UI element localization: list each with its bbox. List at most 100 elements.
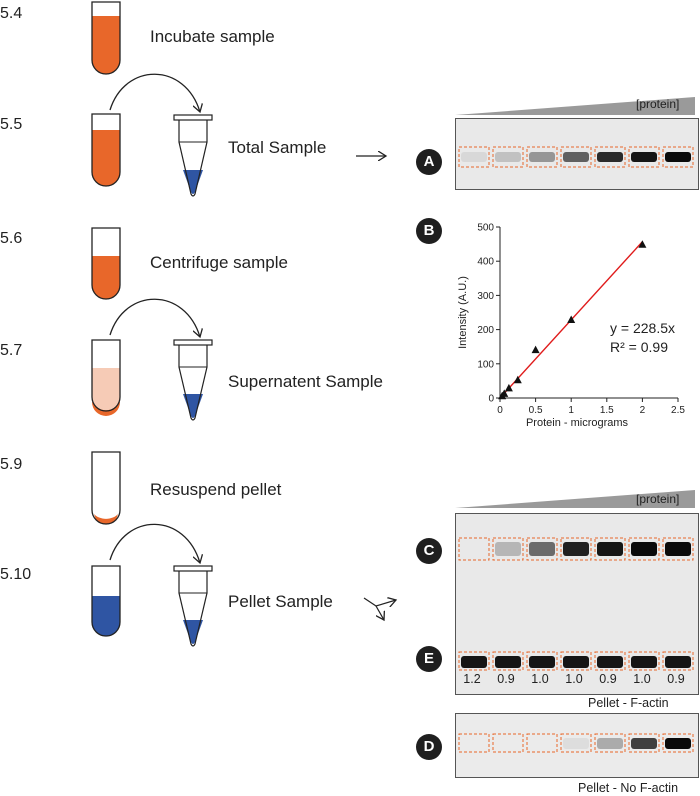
lane-box [560, 651, 592, 671]
gel-image [455, 513, 699, 695]
panel-badge: D [416, 734, 442, 760]
data-point [531, 345, 540, 354]
gel-band [495, 152, 521, 162]
lane-box [458, 146, 490, 168]
x-tick-label: 1.5 [600, 405, 614, 416]
tubes-diagram [91, 1, 420, 647]
step-label: Total Sample [228, 138, 327, 157]
protein-gradient-wedge [455, 97, 695, 115]
lane-box [492, 733, 524, 753]
gel-band [597, 738, 623, 749]
gel-bands [458, 146, 694, 168]
gel-band [461, 656, 487, 668]
y-tick-label: 400 [477, 257, 494, 268]
lane-value: 1.0 [531, 672, 549, 686]
gel-band [461, 152, 487, 162]
lane-value: 1.2 [463, 672, 481, 686]
gel-band [495, 656, 521, 668]
gel-band [597, 152, 623, 162]
data-point [638, 240, 647, 248]
step-number: 5.5 [0, 116, 23, 133]
gel-image [455, 713, 699, 778]
gel-band [597, 656, 623, 668]
lane-value: 0.9 [497, 672, 515, 686]
x-axis-label: Protein - micrograms [526, 417, 629, 429]
test-tube-icon [91, 1, 121, 75]
lane-box [526, 733, 558, 753]
eppendorf-tube-icon [173, 339, 213, 421]
lane-box [492, 651, 524, 671]
lane-box [526, 537, 558, 561]
gel-band [597, 542, 623, 556]
gel-image [455, 118, 699, 190]
lane-box [594, 537, 626, 561]
lane-box [594, 651, 626, 671]
gel-band [631, 152, 657, 162]
step-number: 5.9 [0, 456, 23, 473]
panel-badge: C [416, 538, 442, 564]
lane-box [628, 537, 660, 561]
split-arrow-icon [363, 598, 396, 620]
x-tick-label: 0 [497, 405, 503, 416]
lane-box [628, 146, 660, 168]
gel-band [665, 738, 691, 749]
lane-values: 1.2 0.9 1.0 1.0 0.9 1.0 0.9 [457, 672, 697, 690]
gel-band [563, 542, 589, 556]
lane-box [526, 146, 558, 168]
test-tube-icon [91, 339, 121, 416]
y-tick-label: 500 [477, 223, 494, 234]
lane-box [594, 146, 626, 168]
lane-value: 0.9 [599, 672, 617, 686]
x-tick-label: 2 [640, 405, 646, 416]
lane-value: 0.9 [667, 672, 685, 686]
data-point [513, 375, 522, 384]
lane-box [560, 537, 592, 561]
gel-band [665, 542, 691, 556]
fit-equation: y = 228.5x [610, 320, 675, 336]
gel-band [495, 542, 521, 556]
x-tick-label: 0.5 [529, 405, 543, 416]
y-tick-label: 200 [477, 325, 494, 336]
step-label: Pellet Sample [228, 592, 333, 611]
gel-bands [458, 733, 694, 753]
x-tick-label: 2.5 [671, 405, 685, 416]
lane-box [628, 651, 660, 671]
test-tube-icon [91, 565, 121, 637]
panel-badge: A [416, 149, 442, 175]
lane-box [492, 537, 524, 561]
panel-badge: B [416, 218, 442, 244]
step-label: Incubate sample [150, 27, 275, 46]
test-tube-icon [91, 113, 121, 187]
gradient-label: [protein] [636, 492, 680, 506]
step-label: Supernatent Sample [228, 372, 383, 391]
lane-box [662, 146, 694, 168]
gel-band [563, 152, 589, 162]
gel-band [631, 656, 657, 668]
eppendorf-tube-icon [173, 565, 213, 647]
gel-caption: Pellet - No F-actin [578, 781, 679, 795]
step-label: Resuspend pellet [150, 480, 282, 499]
lane-box [628, 733, 660, 753]
protein-gradient-wedge [455, 490, 695, 508]
gel-bands [458, 537, 694, 671]
lane-box [662, 651, 694, 671]
lane-box [458, 733, 490, 753]
gel-band [529, 656, 555, 668]
gel-band [665, 152, 691, 162]
gel-caption: Pellet - F-actin [588, 696, 669, 710]
gel-band [529, 152, 555, 162]
lane-box [526, 651, 558, 671]
y-axis-label: Intensity (A.U.) [457, 276, 469, 349]
lane-box [458, 651, 490, 671]
gel-band [563, 656, 589, 668]
x-tick-label: 1 [568, 405, 574, 416]
eppendorf-tube-icon [173, 114, 213, 197]
lane-value: 1.0 [565, 672, 583, 686]
y-tick-label: 100 [477, 359, 494, 370]
step-label: Centrifuge sample [150, 253, 288, 272]
lane-value: 1.0 [633, 672, 651, 686]
lane-box [560, 146, 592, 168]
test-tube-icon [91, 227, 121, 300]
fit-r-squared: R² = 0.99 [610, 339, 668, 355]
gel-band [631, 738, 657, 749]
